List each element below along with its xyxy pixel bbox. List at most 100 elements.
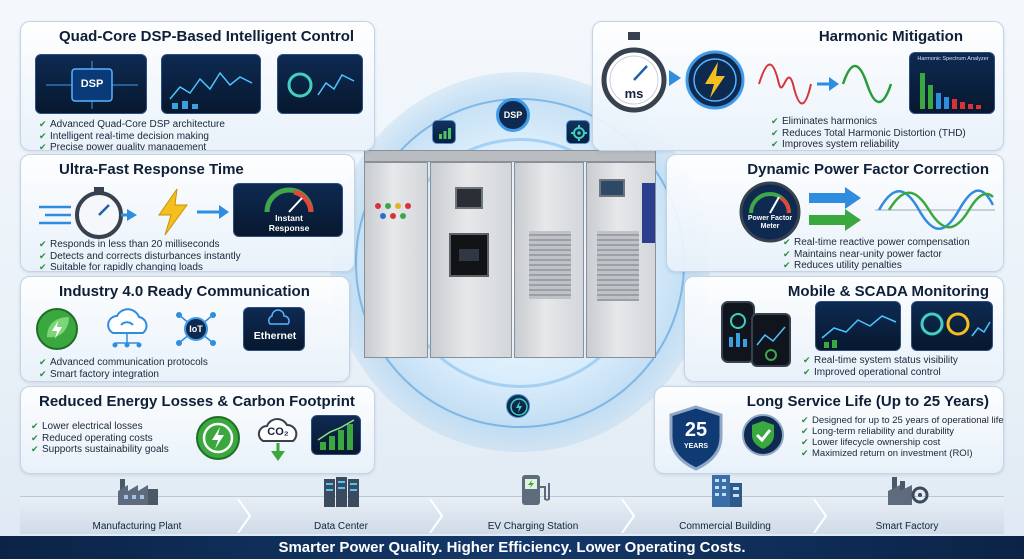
panel-title: Industry 4.0 Ready Communication (59, 283, 310, 300)
panel-scada-monitoring: Mobile & SCADA Monitoring Real-time syst… (684, 276, 1004, 382)
app-label: Data Center (314, 521, 368, 532)
bullet-item: Designed for up to 25 years of operation… (801, 415, 1003, 426)
bullet-item: Advanced Quad-Core DSP architecture (39, 119, 225, 131)
ethernet-icon: Ethernet (243, 307, 305, 351)
scada-monitor-icon (815, 301, 901, 351)
dsp-ring-badge: DSP (496, 98, 530, 132)
blue-green-arrows-icon (809, 187, 861, 231)
shield-number: 25 (684, 419, 708, 441)
power-bolt-badge-icon (685, 50, 745, 110)
co2-reduction-icon: CO₂ (253, 415, 303, 463)
co2-label: CO₂ (267, 426, 289, 438)
bolt-badge-icon (506, 394, 530, 418)
arrow-right-icon (669, 70, 681, 86)
app-ev-charging: EV Charging Station (438, 475, 628, 535)
applications-row: Manufacturing Plant Data Center EV Charg… (20, 475, 1004, 535)
bullet-list: Real-time system status visibility Impro… (803, 355, 958, 378)
panel-service-life: Long Service Life (Up to 25 Years) 25 YE… (654, 386, 1004, 474)
bullet-item: Supports sustainability goals (31, 444, 169, 456)
panel-title: Quad-Core DSP-Based Intelligent Control (59, 28, 355, 45)
bullet-list: Advanced communication protocols Smart f… (39, 357, 208, 380)
bullet-item: Precise power quality management (39, 142, 225, 150)
app-label: EV Charging Station (487, 521, 579, 532)
harmonic-spectrum-screen-icon: Harmonic Spectrum Analyzer (909, 52, 995, 114)
panel-title: Ultra-Fast Response Time (59, 161, 244, 178)
scada-monitor-2-icon (911, 301, 993, 351)
app-smart-factory: Smart Factory (812, 477, 1002, 535)
footer-tagline: Smarter Power Quality. Higher Efficiency… (0, 536, 1024, 559)
lightning-bolt-icon (158, 188, 188, 236)
spectrum-screen-label: Harmonic Spectrum Analyzer (917, 56, 989, 62)
chevron-divider (237, 499, 252, 533)
instant-response-gauge-icon: Instant Response (233, 183, 343, 237)
bullet-item: Intelligent real-time decision making (39, 131, 225, 143)
bullet-list: Real-time reactive power compensation Ma… (783, 237, 970, 271)
chevron-divider (621, 499, 636, 533)
panel-dsp-control: Quad-Core DSP-Based Intelligent Control … (20, 21, 375, 151)
bullet-item: Real-time system status visibility (803, 355, 958, 367)
panel-title: Mobile & SCADA Monitoring (787, 283, 989, 300)
stopwatch-speed-icon (39, 187, 137, 239)
bullet-item: Maximized return on investment (ROI) (801, 448, 1003, 459)
bullet-item: Suitable for rapidly changing loads (39, 262, 241, 271)
check-shield-icon (742, 414, 784, 456)
app-data-center: Data Center (246, 477, 436, 535)
app-commercial-building: Commercial Building (630, 475, 820, 535)
bullet-item: Reduced operating costs (31, 433, 169, 445)
green-energy-icon (196, 416, 240, 460)
app-manufacturing-plant: Manufacturing Plant (42, 479, 232, 535)
harmonic-wave-icon (758, 63, 893, 105)
factory-icon (118, 479, 158, 505)
shield-text: YEARS (683, 443, 709, 450)
app-label: Manufacturing Plant (92, 521, 182, 532)
smart-factory-icon (888, 477, 929, 505)
stopwatch-ms-label: ms (624, 86, 644, 101)
bullet-item: Lower lifecycle ownership cost (801, 437, 1003, 448)
dashboard-screen-icon (161, 54, 261, 114)
analytics-screen-icon (277, 54, 363, 114)
bullet-list: Lower electrical losses Reduced operatin… (31, 421, 169, 456)
bullet-item: Improves system reliability (771, 139, 966, 150)
iot-label: IoT (189, 324, 203, 334)
bullet-list: Eliminates harmonics Reduces Total Harmo… (771, 116, 966, 150)
bullet-item: Detects and corrects disturbances instan… (39, 251, 241, 263)
bullet-item: Smart factory integration (39, 369, 208, 381)
dsp-ring-label: DSP (503, 110, 523, 120)
bullet-item: Advanced communication protocols (39, 357, 208, 369)
bullet-item: Lower electrical losses (31, 421, 169, 433)
ethernet-label: Ethernet (253, 330, 297, 342)
meter-label: Power Factor Meter (747, 215, 793, 230)
bullet-item: Reduces Total Harmonic Distortion (THD) (771, 128, 966, 140)
mobile-phone-icon (721, 301, 755, 363)
bullet-item: Improved operational control (803, 367, 958, 379)
bullet-item: Reduces utility penalties (783, 260, 970, 271)
bullet-list: Responds in less than 20 milliseconds De… (39, 239, 241, 271)
chevron-divider (429, 499, 444, 533)
cabinet-door-3 (514, 162, 584, 358)
bullet-item: Real-time reactive power compensation (783, 237, 970, 249)
chart-badge-icon (432, 120, 456, 144)
panel-title: Harmonic Mitigation (818, 28, 963, 45)
bullet-list: Advanced Quad-Core DSP architecture Inte… (39, 119, 225, 150)
panel-energy-losses: Reduced Energy Losses & Carbon Footprint… (20, 386, 375, 474)
apf-cabinet (360, 150, 660, 365)
iot-hub-icon: IoT (173, 309, 219, 349)
bullet-item: Long-term reliability and durability (801, 426, 1003, 437)
server-rack-icon (324, 477, 359, 507)
bullet-item: Maintains near-unity power factor (783, 249, 970, 261)
panel-harmonic-mitigation: Harmonic Mitigation ms Harmonic Spectrum… (592, 21, 1004, 151)
office-building-icon (712, 475, 742, 507)
panel-response-time: Ultra-Fast Response Time Instant Respons… (20, 154, 355, 272)
panel-title: Long Service Life (Up to 25 Years) (746, 393, 989, 410)
gear-badge-icon (566, 120, 590, 144)
cabinet-door-2 (430, 162, 512, 358)
panel-title: Dynamic Power Factor Correction (747, 161, 989, 178)
cabinet-door-1 (364, 162, 428, 358)
corrected-wave-icon (875, 189, 995, 230)
power-factor-meter-icon: Power Factor Meter (739, 181, 801, 243)
dsp-chip-icon: DSP (35, 54, 147, 114)
arrow-right-icon (197, 205, 229, 219)
panel-power-factor: Dynamic Power Factor Correction Power Fa… (666, 154, 1004, 272)
gauge-label: Instant Response (268, 213, 310, 233)
ev-charger-icon (522, 475, 550, 505)
